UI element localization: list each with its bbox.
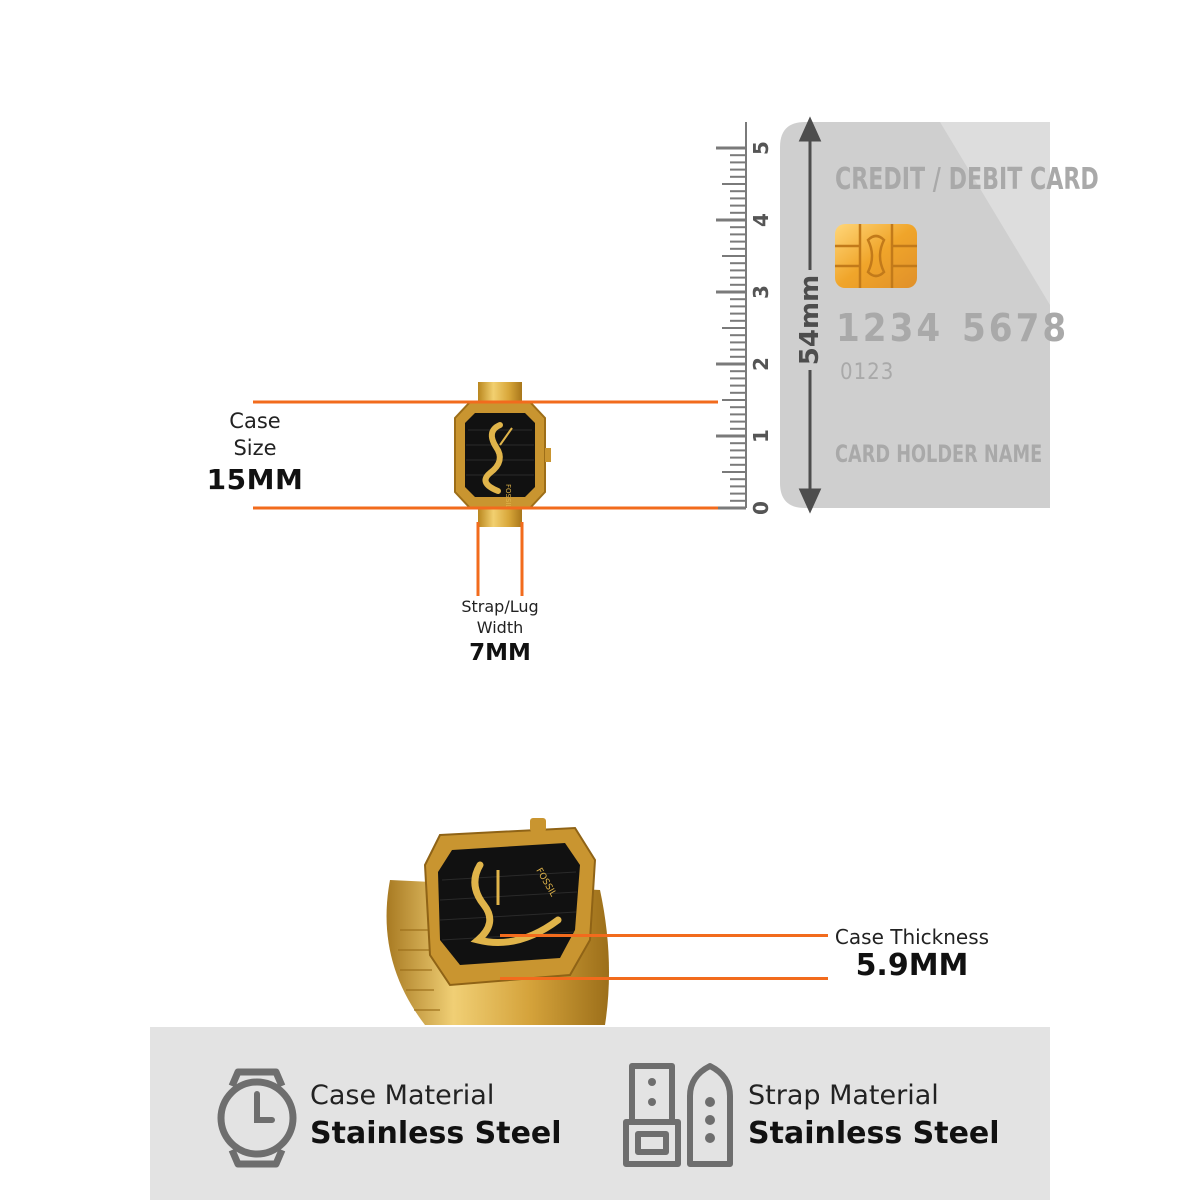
- size-reference-graphic: FOSSIL: [253, 116, 1050, 596]
- case-size-lines: [253, 400, 718, 510]
- ruler-tick-label: 0: [748, 501, 773, 515]
- case-thickness-label: Case Thickness: [834, 925, 990, 949]
- ruler-tick-label: 2: [748, 357, 773, 371]
- case-size-value: 15MM: [206, 463, 304, 496]
- case-thickness-value: 5.9MM: [855, 948, 969, 983]
- strap-icon: [623, 1063, 733, 1167]
- card-height-label: 54mm: [795, 274, 825, 366]
- case-thickness-line-top: [500, 934, 828, 937]
- ruler-tick-label: 3: [748, 285, 773, 299]
- strap-width-label: Strap/Lug Width: [461, 597, 539, 637]
- case-size-label: Case Size: [229, 409, 281, 460]
- chip-icon: [835, 224, 917, 288]
- case-thickness-line-bottom: [500, 977, 828, 980]
- card-small-number: 0123: [840, 360, 895, 385]
- card-number-group-2: 5678: [962, 306, 1070, 350]
- card-title: CREDIT / DEBIT CARD: [835, 162, 1099, 197]
- card-height-arrow: [798, 116, 822, 514]
- watch-icon: [217, 1068, 297, 1168]
- brand-text: FOSSIL: [504, 484, 512, 508]
- strap-width-value: 7MM: [469, 640, 531, 666]
- card-number-group-1: 1234: [836, 306, 944, 350]
- ruler-tick-label: 5: [748, 141, 773, 155]
- strap-width-lines: [476, 522, 524, 596]
- case-material-title: Case Material: [310, 1080, 495, 1111]
- watch-ring-side-image: FOSSIL: [386, 818, 609, 1025]
- ruler-tick-label: 4: [748, 213, 773, 227]
- strap-material-title: Strap Material: [748, 1080, 939, 1111]
- credit-card: [780, 122, 1050, 508]
- card-holder-name: CARD HOLDER NAME: [835, 440, 1043, 468]
- materials-band: [150, 1027, 1050, 1200]
- ruler-ticks: [716, 146, 746, 510]
- ruler-tick-label: 1: [748, 429, 773, 443]
- strap-material-value: Stainless Steel: [748, 1116, 1000, 1151]
- case-material-value: Stainless Steel: [310, 1116, 562, 1151]
- watch-ring-front-image: FOSSIL: [454, 382, 551, 527]
